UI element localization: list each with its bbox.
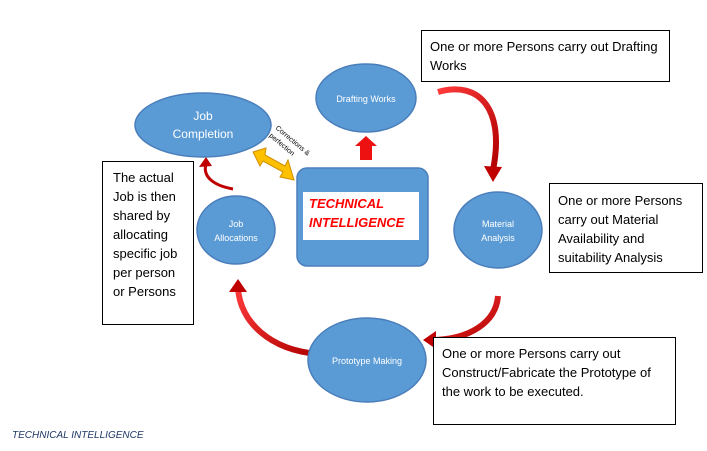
arrow-allocations-to-completion-head (199, 157, 212, 167)
label-job-completion: Job Completion (172, 109, 234, 141)
node-material-analysis (453, 191, 543, 269)
arrow-prototype-to-allocations (235, 287, 319, 357)
center-title: TECHNICAL INTELLIGENCE (303, 192, 419, 240)
arrow-drafting-to-material-head (484, 166, 502, 182)
node-job-completion (134, 92, 272, 158)
callout-material: One or more Persons carry out Material A… (549, 183, 703, 273)
label-drafting-works: Drafting Works (336, 94, 396, 104)
callout-allocation: The actual Job is then shared by allocat… (102, 161, 194, 325)
node-job-allocations (196, 195, 276, 265)
arrow-material-to-prototype (429, 295, 501, 343)
label-prototype-making: Prototype Making (331, 356, 403, 366)
label-material-analysis: Material Analysis (481, 219, 515, 243)
double-arrow-corrections (252, 147, 295, 181)
figure-caption: TECHNICAL INTELLIGENCE (12, 430, 144, 441)
node-prototype-making (307, 317, 427, 403)
callout-drafting: One or more Persons carry out Drafting W… (421, 30, 670, 82)
node-drafting-works (315, 63, 417, 133)
arrow-center-to-drafting (355, 136, 377, 160)
callout-prototype: One or more Persons carry out Construct/… (433, 337, 676, 425)
arrow-material-to-prototype-head (423, 331, 436, 349)
label-job-allocations: Job Allocations (214, 219, 258, 243)
arrow-allocations-to-completion (203, 163, 234, 191)
arrow-prototype-to-allocations-head (229, 279, 247, 292)
arrow-drafting-to-material (437, 86, 500, 171)
